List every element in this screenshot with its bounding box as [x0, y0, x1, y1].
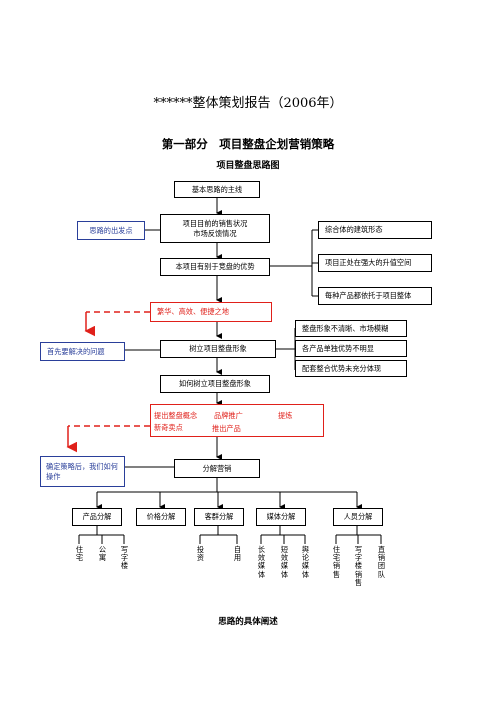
advantages-box: 本项目有别于竞盘的优势 [160, 258, 270, 276]
sub-client-2: 自用 [233, 545, 242, 563]
sub-staff-2: 写字楼销售 [354, 545, 363, 587]
launch-label: 推出产品 [212, 424, 241, 433]
highlight-label: 繁华、高效、便捷之地 [157, 307, 229, 317]
category-price: 价格分解 [136, 508, 186, 526]
concept-box [150, 404, 324, 437]
sub-media-2: 短效媒体 [280, 545, 289, 579]
highlight-box: 繁华、高效、便捷之地 [150, 302, 272, 322]
build-image-box: 树立项目整盘形象 [160, 340, 276, 358]
after-strategy-box: 确定策略后，我们如何操作 [40, 456, 125, 487]
problem-box: 首先要解决的问题 [40, 342, 125, 361]
sub-media-3: 舆论媒体 [301, 545, 310, 579]
main-line-label: 基本思路的主线 [191, 184, 243, 194]
issue-item-2: 各产品单独优势不明显 [295, 340, 407, 357]
sub-staff-3: 直销团队 [377, 545, 386, 579]
issue-item-1: 整盘形象不清晰、市场模糊 [295, 320, 407, 337]
current-status-line2: 市场反馈情况 [193, 228, 237, 238]
category-product: 产品分解 [72, 508, 122, 526]
how-build-box: 如何树立项目整盘形象 [160, 375, 270, 393]
current-status-box: 项目目前的销售状况 市场反馈情况 [160, 214, 270, 243]
sub-product-3: 写字楼 [120, 545, 129, 571]
marketing-label: 分解营销 [202, 463, 232, 473]
advantage-item-3: 每种产品都依托于项目整体 [318, 287, 432, 305]
sub-client-1: 投资 [196, 545, 205, 563]
footer-heading: 思路的具体阐述 [218, 617, 278, 627]
problem-label: 首先要解决的问题 [47, 346, 105, 356]
starting-point-box: 思路的出发点 [77, 221, 145, 240]
sub-staff-1: 住宅销售 [332, 545, 341, 579]
concept-line2: 新奇卖点 [154, 423, 183, 432]
main-line-box: 基本思路的主线 [174, 181, 260, 198]
sub-product-2: 公寓 [98, 545, 107, 563]
advantage-item-2: 项目正处在强大的升值空间 [318, 254, 432, 272]
after-strategy-label: 确定策略后，我们如何操作 [46, 462, 118, 481]
sub-product-1: 住宅 [75, 545, 84, 563]
marketing-box: 分解营销 [174, 459, 260, 478]
category-staff: 人员分解 [333, 508, 383, 526]
concept-line1: 提出整盘概念 [154, 411, 198, 420]
current-status-line1: 项目目前的销售状况 [182, 219, 248, 228]
chart-title: 项目整盘思路图 [216, 161, 280, 171]
how-build-label: 如何树立项目整盘形象 [179, 379, 251, 389]
document-title: ******整体策划报告（2006年） [153, 96, 343, 111]
brand-label: 品牌推广 [214, 411, 243, 420]
part-heading: 第一部分 项目整盘企划营销策略 [161, 137, 335, 151]
refine-label: 提炼 [278, 411, 293, 420]
category-media: 媒体分解 [256, 508, 306, 526]
issue-item-3: 配套整合优势未充分体现 [295, 360, 407, 377]
sub-media-1: 长效媒体 [257, 545, 266, 579]
category-client: 客群分解 [194, 508, 244, 526]
advantage-item-1: 综合体的建筑形态 [318, 221, 432, 239]
build-image-label: 树立项目整盘形象 [189, 344, 247, 354]
advantages-label: 本项目有别于竞盘的优势 [175, 262, 255, 272]
starting-point-label: 思路的出发点 [89, 225, 133, 235]
